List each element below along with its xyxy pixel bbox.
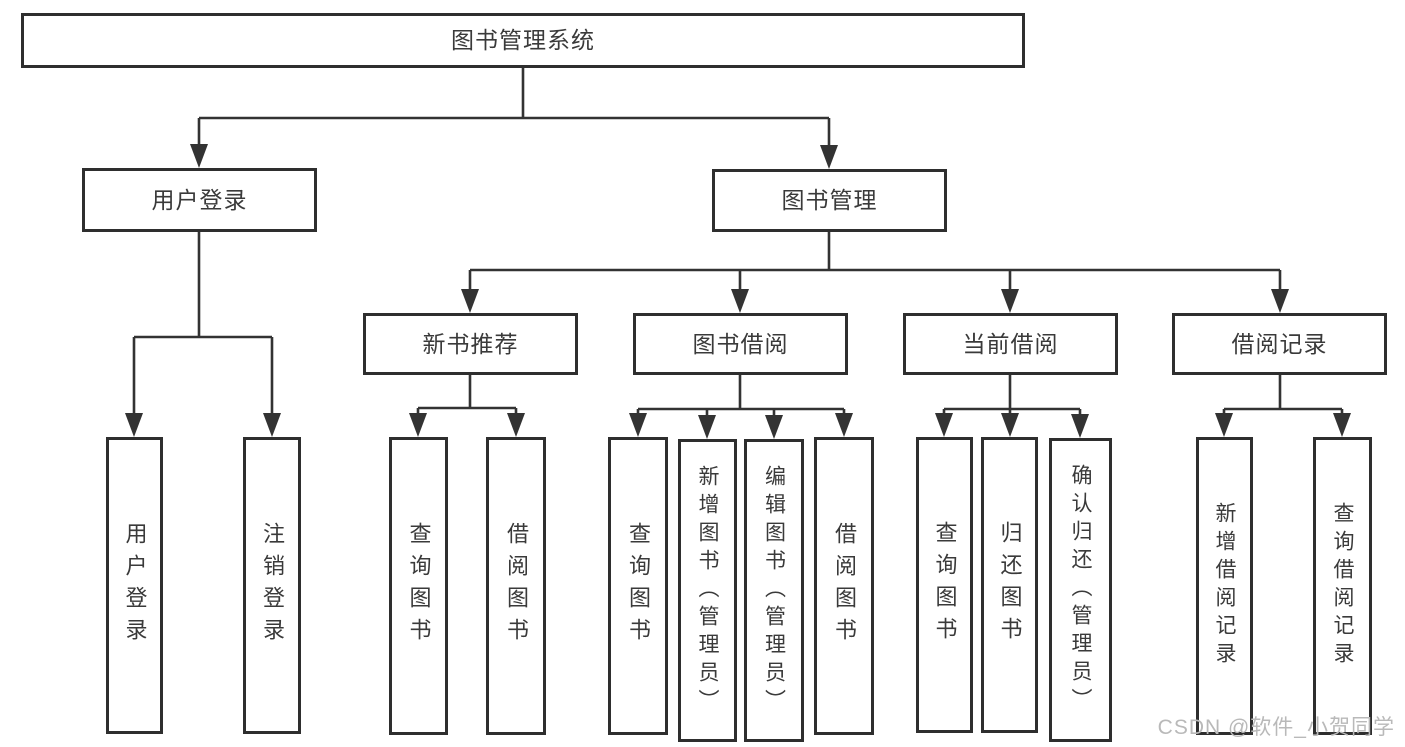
csdn-watermark: CSDN @软件_小贺同学 <box>1157 716 1395 739</box>
node-query-books-leaf-3: 查询图书 <box>916 437 973 733</box>
node-borrow-books-leaf-1: 借阅图书 <box>486 437 546 735</box>
node-new-book-recommendation: 新书推荐 <box>363 313 578 375</box>
node-current-borrowing: 当前借阅 <box>903 313 1118 375</box>
arrowheads <box>125 144 1351 439</box>
node-borrow-books-leaf-2: 借阅图书 <box>814 437 874 735</box>
node-borrowing-records: 借阅记录 <box>1172 313 1387 375</box>
node-user-login-leaf: 用户登录 <box>106 437 163 734</box>
node-query-books-leaf-2: 查询图书 <box>608 437 668 735</box>
node-add-books-admin-leaf: 新增图书（管理员） <box>678 439 737 742</box>
node-logout-leaf: 注销登录 <box>243 437 301 734</box>
node-book-borrowing: 图书借阅 <box>633 313 848 375</box>
node-book-management: 图书管理 <box>712 169 947 232</box>
node-return-books-leaf: 归还图书 <box>981 437 1038 733</box>
node-query-borrow-record-leaf: 查询借阅记录 <box>1313 437 1372 735</box>
node-user-login: 用户登录 <box>82 168 317 232</box>
node-library-management-system: 图书管理系统 <box>21 13 1025 68</box>
node-add-borrow-record-leaf: 新增借阅记录 <box>1196 437 1253 735</box>
node-confirm-return-admin-leaf: 确认归还（管理员） <box>1049 438 1112 742</box>
node-edit-books-admin-leaf: 编辑图书（管理员） <box>744 439 804 742</box>
node-query-books-leaf-1: 查询图书 <box>389 437 448 735</box>
